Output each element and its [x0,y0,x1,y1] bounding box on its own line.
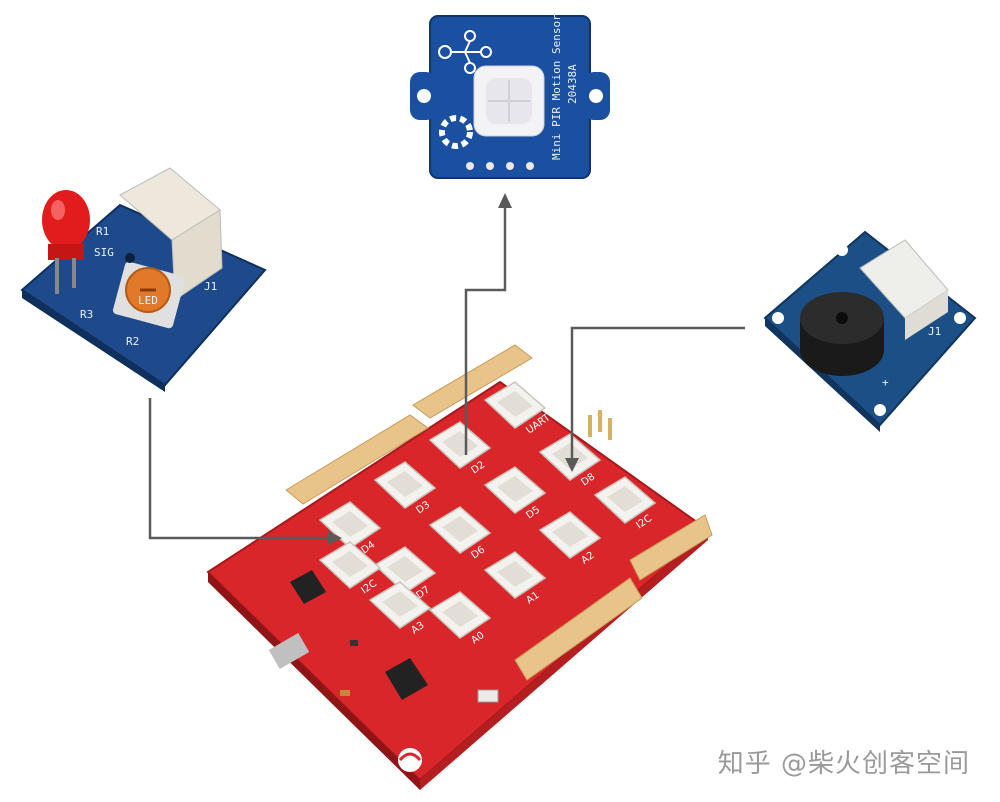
arrowhead-buzzer [565,458,579,472]
grove-port: D3 [373,461,437,516]
arrowhead-led [328,531,342,545]
watermark-platform: 知乎 [717,749,772,779]
grove-port: D8 [538,433,602,488]
silk-plus: + [882,376,889,389]
base-shield-board [206,344,713,790]
arrow-led-to-port [148,398,330,540]
arrowhead-pir [498,193,512,208]
watermark: 知乎 @柴火创客空间 [718,743,970,780]
pir-label: Mini PIR Motion Sensor [550,14,563,160]
silk-r2: R2 [126,335,139,348]
silk-r3: R3 [80,308,93,321]
grove-port: D2 [428,421,492,476]
gear-icon [439,115,473,149]
led-module: R1 J1 R2 R3 SIG LED [20,167,267,392]
silk-led: LED [138,294,158,307]
arrow-port-to-pir [464,205,507,455]
silk-j1: J1 [928,325,941,338]
grove-port: A3 [368,581,432,636]
grove-port: D4 [318,501,382,556]
silk-r1: R1 [96,225,109,238]
buzzer-module: J1 + [763,230,977,432]
pir-code: 20438A [566,64,579,104]
pir-module: Mini PIR Motion Sensor 20438A [410,14,610,179]
arrow-buzzer-to-port [570,326,745,460]
connection-arrows [148,193,745,545]
grove-port: A2 [538,511,602,566]
grove-logo-icon [438,30,492,74]
silk-j1: J1 [204,280,217,293]
silk-sig: SIG [94,246,114,259]
grove-port: D6 [428,506,492,561]
watermark-author: @柴火创客空间 [780,749,970,779]
